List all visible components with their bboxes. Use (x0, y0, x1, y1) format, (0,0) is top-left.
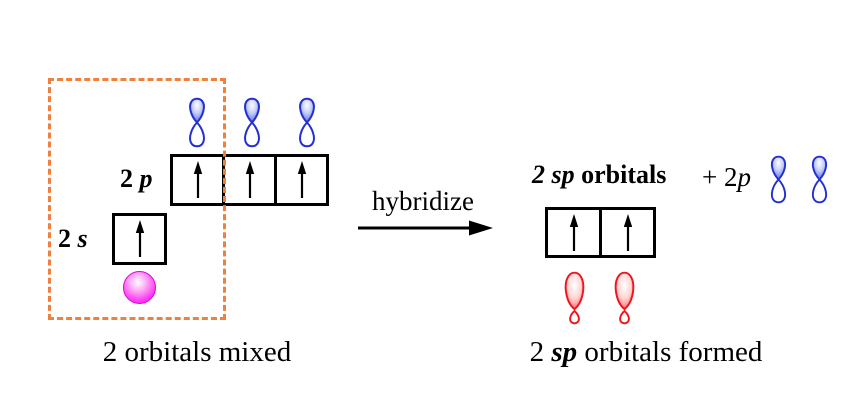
p-label-number: 2 (120, 164, 140, 193)
plus-2p-letter: p (737, 162, 751, 192)
plus-2p-number: + 2 (702, 162, 738, 192)
s-subshell-label: 2 s (58, 224, 88, 254)
sp-orbital-icon (611, 269, 638, 325)
plus-2p-label: + 2p (702, 162, 751, 193)
orbital-box (112, 213, 167, 265)
s-label-letter: s (77, 224, 88, 253)
p-subshell-label: 2 p (120, 164, 153, 194)
caption-right-number: 2 (529, 336, 552, 368)
electron-up-arrow-icon (191, 161, 205, 199)
caption-sp-orbitals-formed: 2 sp orbitals formed (530, 336, 763, 369)
sp-orbital-boxes (545, 207, 656, 258)
hybridize-label: hybridize (372, 186, 474, 216)
electron-up-arrow-icon (621, 214, 635, 252)
sp-heading-rest: orbitals (574, 160, 667, 189)
s-orbital-sphere-icon (123, 271, 156, 304)
orbital-box (545, 207, 602, 258)
caption-right-rest: orbitals formed (577, 336, 763, 368)
orbital-box (274, 154, 329, 206)
electron-up-arrow-icon (567, 214, 581, 252)
caption-orbitals-mixed: 2 orbitals mixed (102, 336, 292, 368)
s-label-number: 2 (58, 224, 78, 253)
p-orbital-icon (808, 153, 831, 206)
electron-up-arrow-icon (133, 220, 147, 258)
p-orbital-icon (240, 96, 264, 149)
p-orbital-icon (185, 96, 209, 149)
electron-up-arrow-icon (295, 161, 309, 199)
p-orbital-icon (295, 96, 319, 149)
s-orbital-box-row (112, 213, 167, 265)
sp-orbital-icon (561, 269, 588, 325)
sp-heading-italic: 2 sp (532, 160, 575, 189)
orbital-box (222, 154, 277, 206)
orbital-box (599, 207, 656, 258)
sp-orbitals-heading: 2 sp orbitals (532, 160, 666, 190)
p-label-letter: p (139, 164, 153, 193)
hybridize-arrow-icon (358, 220, 493, 236)
caption-right-sp: sp (551, 336, 578, 368)
orbital-box (170, 154, 225, 206)
electron-up-arrow-icon (243, 161, 257, 199)
p-orbital-icon (767, 153, 790, 206)
p-orbital-boxes (170, 154, 329, 206)
